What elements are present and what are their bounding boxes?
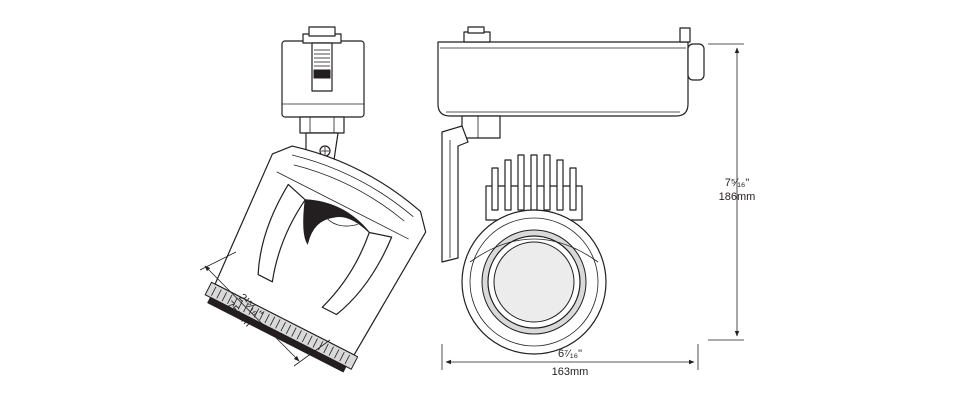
side-adapter-housing <box>437 26 705 117</box>
light-head-angled <box>204 145 427 373</box>
front-view-fixture: 2¹⁵⁄₁₆" 75mm <box>199 26 427 373</box>
width-dimension: 6⁷⁄₁₆" 163mm <box>441 344 699 378</box>
width-imperial-label: 6⁷⁄₁₆" <box>558 348 582 360</box>
height-metric-label: 186mm <box>719 191 756 203</box>
height-dimension: 7⁵⁄₁₆" 186mm <box>708 43 756 341</box>
width-metric-label: 163mm <box>552 366 589 378</box>
side-lens-ring <box>461 209 607 355</box>
side-view-fixture: 7⁵⁄₁₆" 186mm 6⁷⁄₁₆" 163mm <box>437 26 756 378</box>
track-adapter-housing <box>281 26 365 118</box>
height-imperial-label: 7⁵⁄₁₆" <box>725 177 750 189</box>
side-stem-bracket <box>441 115 501 263</box>
diameter-dimension <box>199 251 331 367</box>
side-heat-sink <box>485 154 583 221</box>
